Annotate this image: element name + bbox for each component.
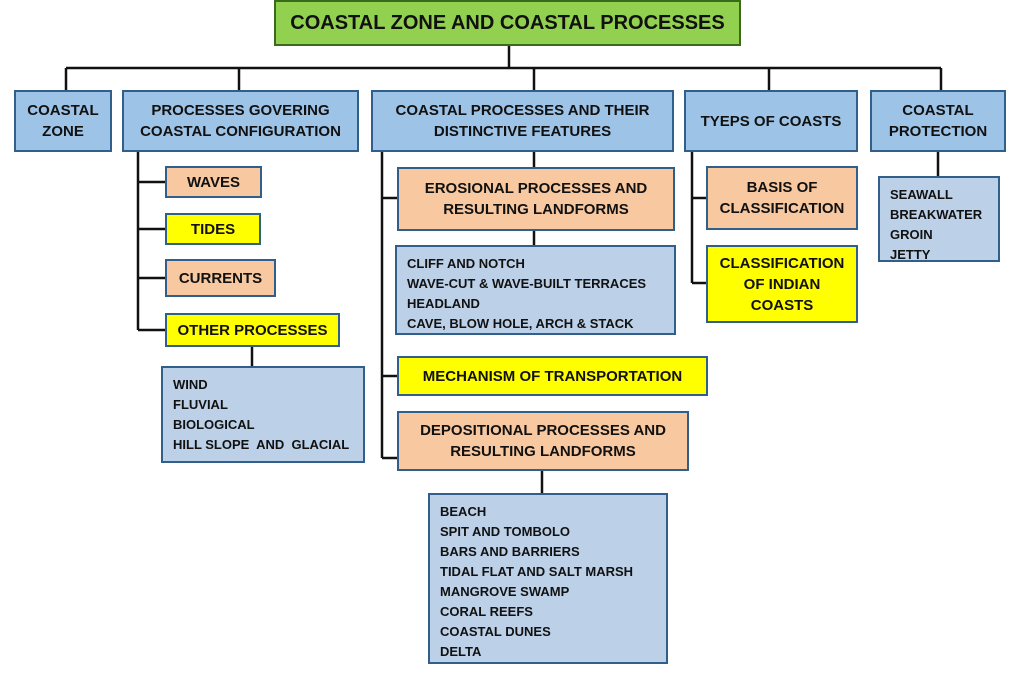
node-erosional-processes: EROSIONAL PROCESSES AND RESULTING LANDFO… xyxy=(397,167,675,231)
list-item: HILL SLOPE AND GLACIAL xyxy=(173,437,350,452)
node-transportation: MECHANISM OF TRANSPORTATION xyxy=(397,356,708,396)
node-coastal-zone: COASTAL ZONE xyxy=(14,90,112,152)
list-item: CAVE, BLOW HOLE, ARCH & STACK xyxy=(407,316,634,331)
node-indian-coasts-classification: CLASSIFICATION OF INDIAN COASTS xyxy=(706,245,858,323)
list-item: WIND xyxy=(173,377,208,392)
list-item: COASTAL DUNES xyxy=(440,624,551,639)
list-item: CLIFF AND NOTCH xyxy=(407,256,525,271)
list-item: SPIT AND TOMBOLO xyxy=(440,524,570,539)
list-item: BIOLOGICAL xyxy=(173,417,255,432)
diagram-title: COASTAL ZONE AND COASTAL PROCESSES xyxy=(274,0,741,46)
list-item: FLUVIAL xyxy=(173,397,228,412)
list-item: DELTA xyxy=(440,644,482,659)
node-currents: CURRENTS xyxy=(165,259,276,297)
list-item: MANGROVE SWAMP xyxy=(440,584,570,599)
list-item: JETTY xyxy=(890,247,931,262)
list-item: HEADLAND xyxy=(407,296,480,311)
list-item: BREAKWATER xyxy=(890,207,983,222)
list-depositional-landforms: BEACH SPIT AND TOMBOLO BARS AND BARRIERS… xyxy=(428,493,668,664)
list-other-processes: WIND FLUVIAL BIOLOGICAL HILL SLOPE AND G… xyxy=(161,366,365,463)
list-item: SEAWALL xyxy=(890,187,953,202)
list-item: GROIN xyxy=(890,227,933,242)
node-distinctive-features: COASTAL PROCESSES AND THEIR DISTINCTIVE … xyxy=(371,90,674,152)
list-erosional-landforms: CLIFF AND NOTCH WAVE-CUT & WAVE-BUILT TE… xyxy=(395,245,676,335)
node-depositional-processes: DEPOSITIONAL PROCESSES AND RESULTING LAN… xyxy=(397,411,689,471)
list-item: CORAL REEFS xyxy=(440,604,533,619)
list-item: BARS AND BARRIERS xyxy=(440,544,580,559)
node-waves: WAVES xyxy=(165,166,262,198)
list-coastal-protection: SEAWALL BREAKWATER GROIN JETTY xyxy=(878,176,1000,262)
node-basis-of-classification: BASIS OF CLASSIFICATION xyxy=(706,166,858,230)
node-tides: TIDES xyxy=(165,213,261,245)
node-types-of-coasts: TYEPS OF COASTS xyxy=(684,90,858,152)
list-item: WAVE-CUT & WAVE-BUILT TERRACES xyxy=(407,276,647,291)
node-other-processes: OTHER PROCESSES xyxy=(165,313,340,347)
list-item: BEACH xyxy=(440,504,487,519)
node-processes-governing: PROCESSES GOVERING COASTAL CONFIGURATION xyxy=(122,90,359,152)
list-item: TIDAL FLAT AND SALT MARSH xyxy=(440,564,634,579)
node-coastal-protection: COASTAL PROTECTION xyxy=(870,90,1006,152)
